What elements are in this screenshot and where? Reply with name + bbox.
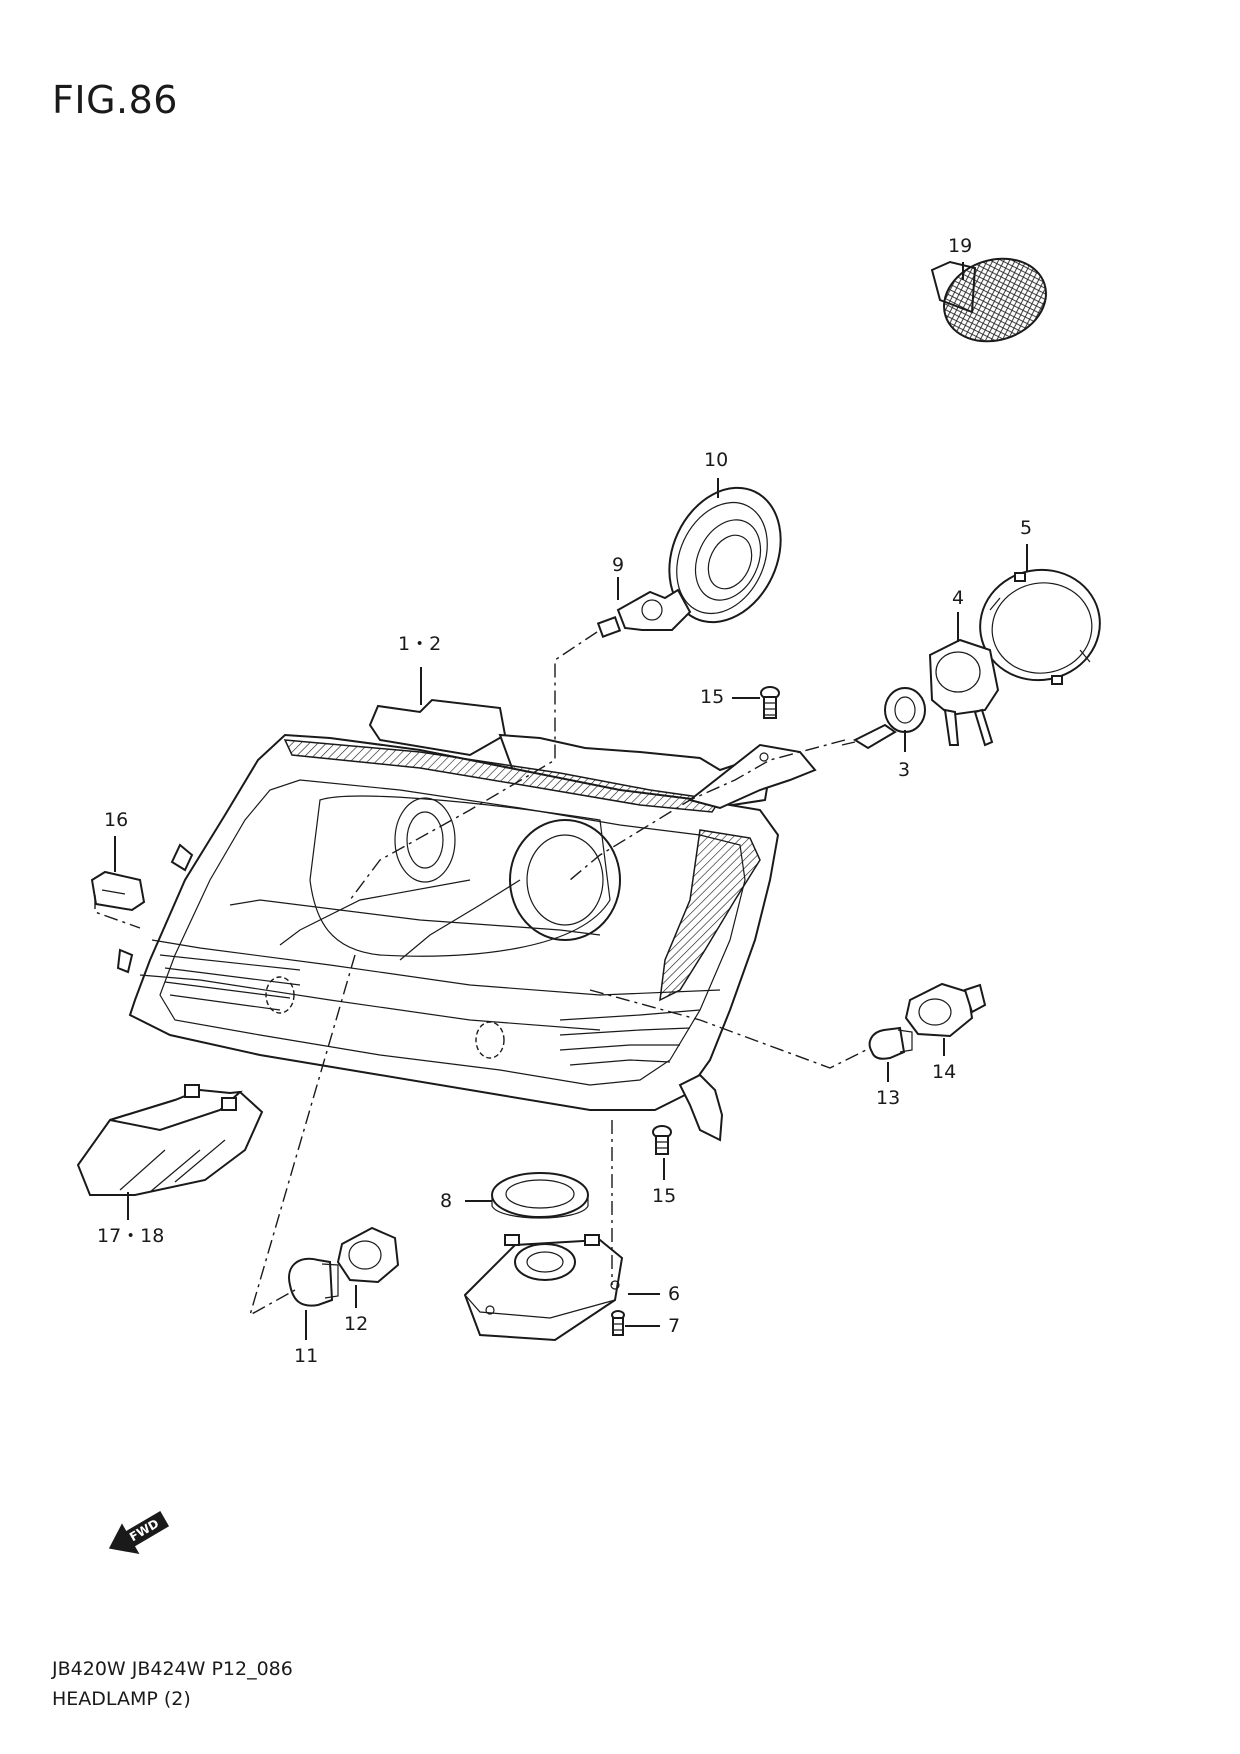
part-9-bulb (596, 588, 692, 638)
callout-16: 16 (104, 809, 128, 831)
callout-8: 8 (440, 1190, 452, 1212)
part-15-screw-top (760, 686, 780, 719)
callout-1-2: 1・2 (398, 633, 441, 655)
part-10-gasket (668, 486, 782, 624)
leader-lines (114, 262, 1028, 1340)
callout-labels: 1・2 19 10 9 5 4 3 15 16 17・18 8 6 7 15 1… (97, 235, 1032, 1367)
figure-code: JB420W JB424W P12_086 (52, 1658, 293, 1680)
callout-6: 6 (668, 1283, 680, 1305)
callout-9: 9 (612, 554, 624, 576)
fwd-arrow-icon: FWD (108, 1510, 170, 1555)
callout-4: 4 (952, 587, 964, 609)
part-17-18-cover (76, 1084, 264, 1196)
callout-3: 3 (898, 759, 910, 781)
part-15-screw-bottom (652, 1125, 672, 1155)
part-3-bulb (841, 687, 926, 750)
connection-lines (94, 631, 871, 1317)
part-13-bulb (868, 1026, 913, 1060)
callout-14: 14 (932, 1061, 956, 1083)
callout-13: 13 (876, 1087, 900, 1109)
part-5-cap (979, 568, 1101, 685)
part-14-socket (904, 982, 987, 1038)
headlamp-assembly (116, 698, 817, 1142)
callout-15-bottom: 15 (652, 1185, 676, 1207)
callout-7: 7 (668, 1315, 680, 1337)
part-4-socket (928, 638, 1000, 747)
callout-12: 12 (344, 1313, 368, 1335)
callout-5: 5 (1020, 517, 1032, 539)
callout-15-top: 15 (700, 686, 724, 708)
callout-11: 11 (294, 1345, 318, 1367)
callout-17-18: 17・18 (97, 1225, 164, 1247)
figure-title: FIG.86 (52, 78, 178, 122)
part-6-ballast (463, 1234, 624, 1342)
part-19-side-marker (930, 257, 1047, 343)
part-11-bulb (288, 1257, 339, 1307)
part-12-socket (336, 1226, 400, 1284)
figure-name: HEADLAMP (2) (52, 1688, 191, 1710)
callout-19: 19 (948, 235, 972, 257)
part-16-clip (90, 870, 146, 912)
part-7-screw (611, 1310, 625, 1336)
part-8-ring (491, 1172, 589, 1219)
callout-10: 10 (704, 449, 728, 471)
